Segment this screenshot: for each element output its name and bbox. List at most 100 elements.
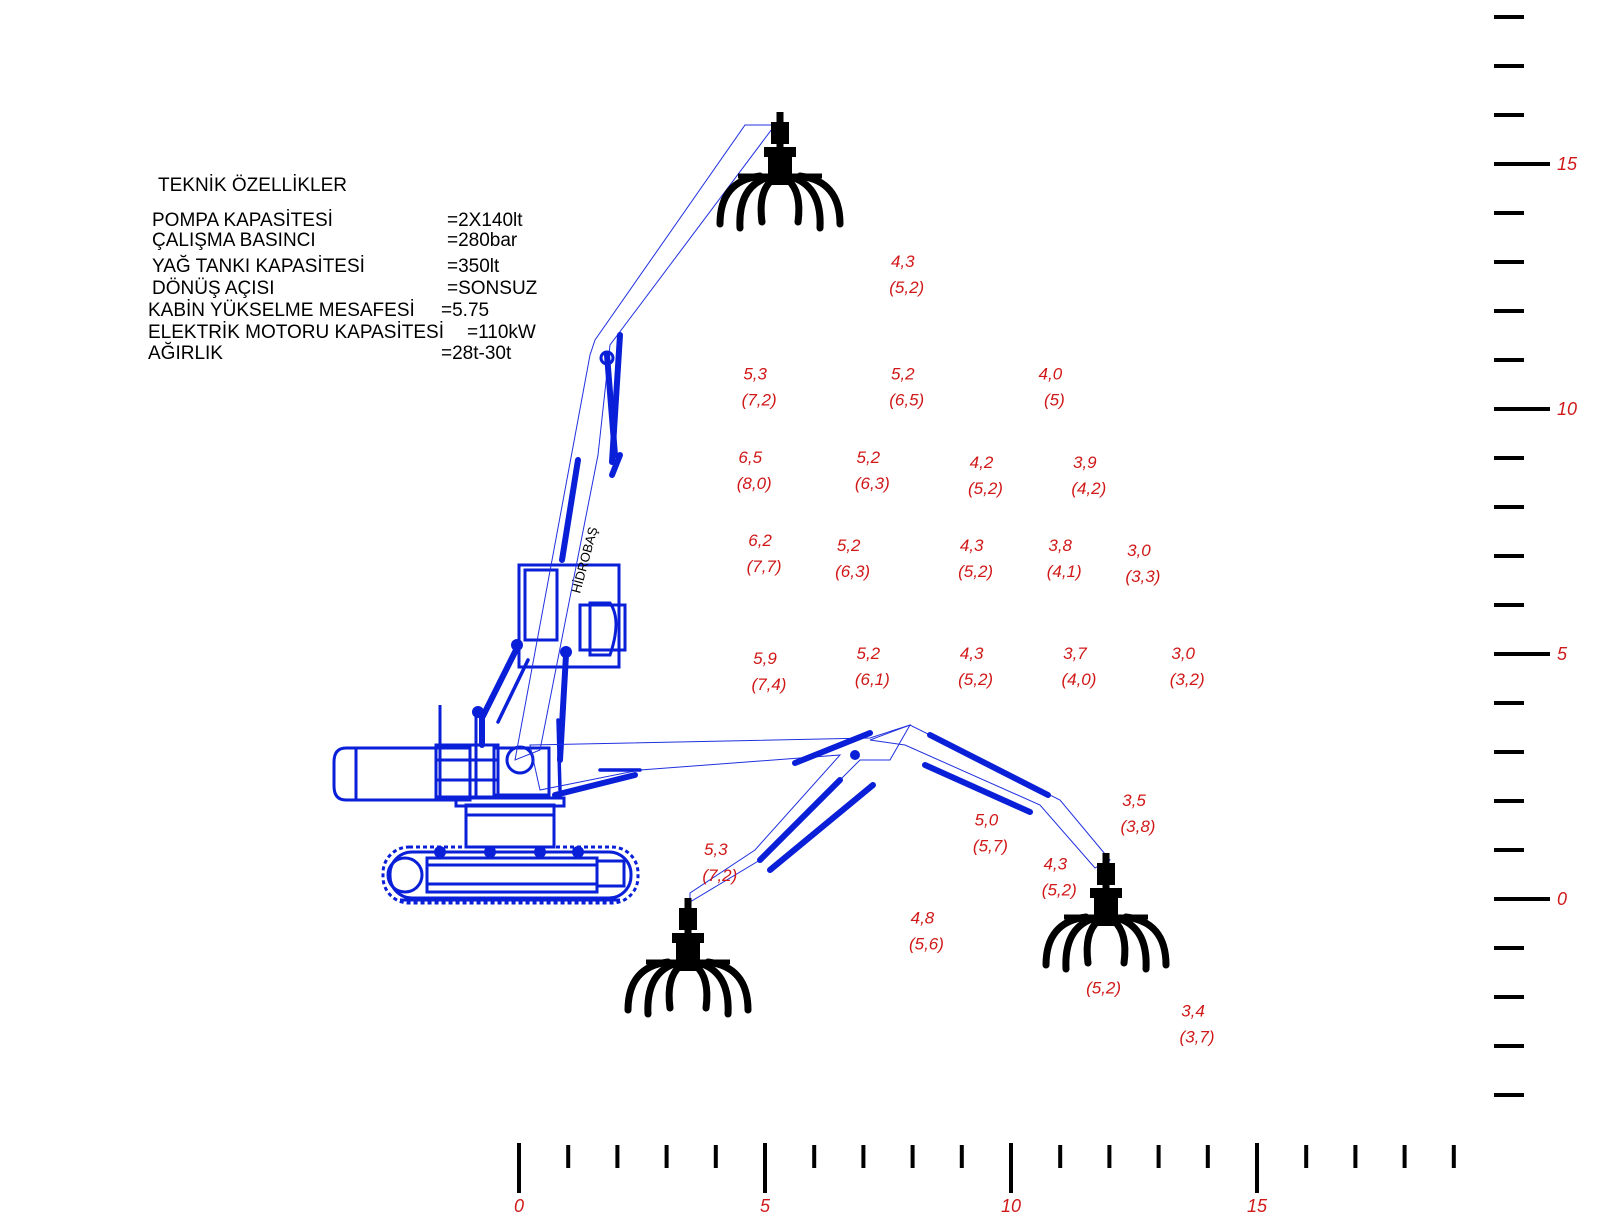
spec-label-pressure: ÇALIŞMA BASINCI	[152, 230, 316, 251]
load-point: 4,8 (5,6)	[909, 909, 944, 954]
spec-value-motor: =110kW	[467, 322, 536, 343]
spec-value-tank: =350lt	[447, 256, 500, 277]
y-axis: 0 5 10 15	[1494, 15, 1578, 1097]
load-point: 3,4(3,7)	[1180, 1002, 1215, 1047]
load-value: 3,8	[1048, 536, 1072, 555]
load-point: 4,3 (5,2)	[958, 536, 993, 581]
load-point: 3,7 (4,0)	[1061, 644, 1096, 689]
load-value: 5,2	[856, 448, 880, 467]
spec-label-cabin: KABİN YÜKSELME MESAFESİ	[148, 300, 415, 321]
load-value-alt: (7,2)	[742, 391, 777, 410]
spec-value-pressure: =280bar	[447, 230, 518, 251]
load-value-alt: (5,2)	[1042, 881, 1077, 900]
load-value-alt: (6,5)	[889, 391, 924, 410]
load-value: 3,7	[1063, 644, 1087, 663]
orange-peel-grab-icon	[1042, 853, 1170, 973]
load-value-alt: (3,8)	[1121, 817, 1156, 836]
spec-value-cabin: =5.75	[441, 300, 489, 321]
load-point: 3,0 (3,3)	[1125, 541, 1160, 586]
load-point: 5,2 (6,3)	[835, 536, 870, 581]
grabs	[624, 112, 1170, 1018]
raised-cabin	[517, 563, 627, 669]
load-value: 3,0	[1127, 541, 1151, 560]
load-value: 5,3	[743, 365, 767, 384]
load-value: 6,5	[738, 448, 762, 467]
load-value-alt: (6,3)	[855, 474, 890, 493]
load-value: 5,2	[837, 536, 861, 555]
load-point: 5,3 (7,2)	[742, 365, 777, 410]
x-tick-label: 0	[514, 1196, 524, 1213]
load-value: 3,5	[1122, 791, 1146, 810]
load-value-alt: (5,7)	[973, 837, 1008, 856]
load-value-alt: (8,0)	[737, 474, 772, 493]
load-value: 4,3	[960, 644, 984, 663]
load-value-alt: (5,2)	[1086, 979, 1121, 998]
load-point: 3,0 (3,2)	[1170, 644, 1205, 689]
load-point: 3,9 (4,2)	[1071, 453, 1106, 498]
spec-label-motor: ELEKTRİK MOTORU KAPASİTESİ	[148, 322, 444, 343]
spec-value-pump: =2X140lt	[447, 210, 523, 231]
y-tick-label: 10	[1557, 399, 1577, 419]
orange-peel-grab-icon	[624, 898, 752, 1018]
load-capacity-labels: 4,3(5,2)5,3(7,2)5,2(6,5)4,0(5)6,5(8,0)5,…	[702, 252, 1214, 1047]
spec-label-rotation: DÖNÜŞ AÇISI	[152, 278, 274, 299]
load-point: 5,3 (7,2)	[702, 840, 737, 885]
load-point: 4,2(5,2)	[968, 453, 1003, 498]
load-point: 5,2 (6,1)	[855, 644, 890, 689]
load-value: 3,9	[1073, 453, 1097, 472]
y-tick-label: 15	[1557, 154, 1578, 174]
load-value-alt: (6,1)	[855, 670, 890, 689]
x-tick-label: 15	[1247, 1196, 1268, 1213]
load-value: 4,8	[911, 909, 935, 928]
load-value-alt: (4,0)	[1061, 670, 1096, 689]
load-value: 5,2	[856, 644, 880, 663]
load-value: 4,2	[970, 453, 994, 472]
orange-peel-grab-icon	[716, 112, 844, 232]
load-value: 6,2	[748, 531, 772, 550]
load-value: 5,9	[753, 649, 777, 668]
load-point: 4,3(5,2)	[1042, 855, 1077, 900]
load-point: (5,2)	[1086, 979, 1121, 998]
load-value-alt: (3,3)	[1125, 567, 1160, 586]
load-value-alt: (5,2)	[958, 670, 993, 689]
load-value-alt: (4,1)	[1047, 562, 1082, 581]
y-tick-label: 0	[1557, 889, 1567, 909]
load-point: 5,2 (6,5)	[889, 365, 924, 410]
load-value-alt: (7,2)	[702, 866, 737, 885]
spec-block: TEKNİK ÖZELLİKLER POMPA KAPASİTESİ =2X14…	[148, 175, 538, 364]
load-value-alt: (5,2)	[889, 278, 924, 297]
x-tick-label: 5	[760, 1196, 771, 1213]
load-value-alt: (7,7)	[747, 557, 782, 576]
upper-structure	[332, 705, 551, 802]
load-value: 4,3	[960, 536, 984, 555]
y-tick-label: 5	[1557, 644, 1568, 664]
load-point: 4,3(5,2)	[889, 252, 924, 297]
load-value-alt: (3,2)	[1170, 670, 1205, 689]
load-value: 3,4	[1181, 1002, 1205, 1021]
spec-label-weight: AĞIRLIK	[148, 342, 223, 364]
load-value-alt: (7,4)	[752, 675, 787, 694]
boom-high-reach	[514, 124, 776, 761]
load-value-alt: (5,2)	[958, 562, 993, 581]
load-point: 5,0 (5,7)	[973, 811, 1008, 856]
load-value-alt: (6,3)	[835, 562, 870, 581]
load-value: 3,0	[1171, 644, 1195, 663]
spec-label-tank: YAĞ TANKI KAPASİTESİ	[152, 255, 365, 277]
spec-label-pump: POMPA KAPASİTESİ	[152, 210, 333, 231]
load-point: 4,0(5)	[1039, 365, 1065, 410]
load-point: 5,9 (7,4)	[752, 649, 787, 694]
crawler-tracks	[381, 845, 640, 905]
x-tick-label: 10	[1001, 1196, 1021, 1213]
load-value-alt: (5,6)	[909, 935, 944, 954]
load-value-alt: (4,2)	[1071, 479, 1106, 498]
load-value: 5,2	[891, 365, 915, 384]
load-point: 6,2 (7,7)	[747, 531, 782, 576]
machine-brand-label: HİDROBAŞ	[568, 525, 600, 595]
load-value-alt: (5)	[1044, 391, 1065, 410]
load-value: 4,0	[1039, 365, 1063, 384]
load-value: 5,3	[704, 840, 728, 859]
load-value: 5,0	[975, 811, 999, 830]
x-axis: 0 5 10 15	[514, 1143, 1456, 1213]
load-point: 3,8 (4,1)	[1047, 536, 1082, 581]
